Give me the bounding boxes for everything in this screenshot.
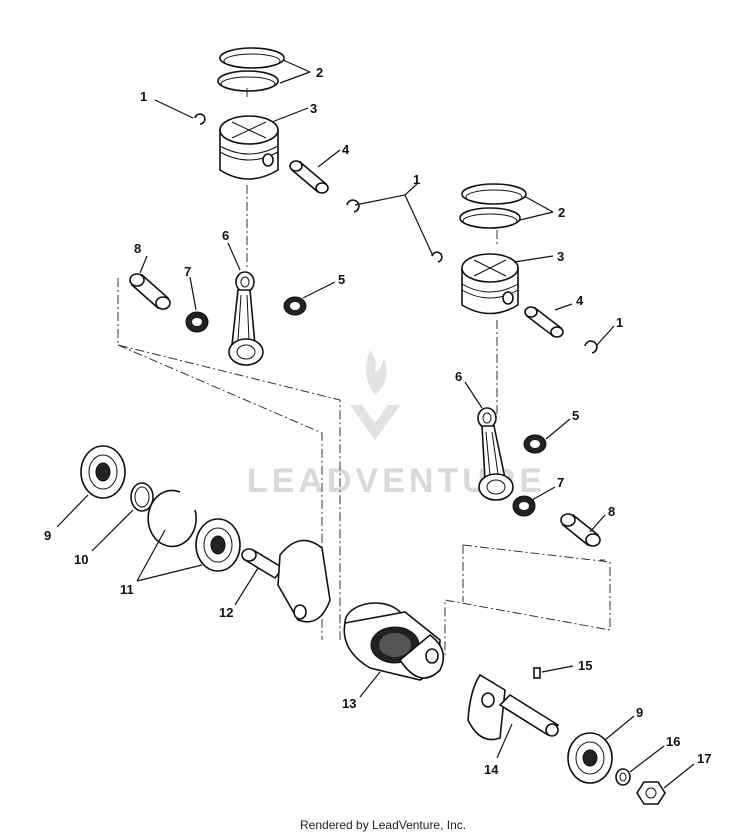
needle-bearing-right-lower xyxy=(512,495,536,517)
crank-pin-left xyxy=(129,273,171,310)
callout-1: 1 xyxy=(616,315,623,330)
connecting-rod-left xyxy=(228,271,264,366)
main-bearing-right xyxy=(567,732,613,784)
watermark-flame-icon xyxy=(366,350,387,395)
crank-center xyxy=(343,602,445,681)
callout-14: 14 xyxy=(484,762,499,777)
footer-credit: Rendered by LeadVenture, Inc. xyxy=(300,818,466,832)
callout-9: 9 xyxy=(44,528,51,543)
callout-3: 3 xyxy=(310,101,317,116)
circlip-left-b xyxy=(346,199,360,213)
callout-13: 13 xyxy=(342,696,356,711)
callout-10: 10 xyxy=(74,552,88,567)
wrist-pin-right xyxy=(524,306,564,338)
crank-half-left xyxy=(241,539,331,623)
crank-half-right xyxy=(467,673,560,741)
callout-3: 3 xyxy=(557,249,564,264)
callout-5: 5 xyxy=(338,272,345,287)
snap-ring-left xyxy=(147,489,197,548)
callout-1: 1 xyxy=(140,89,147,104)
leader-lines xyxy=(56,59,695,789)
callout-12: 12 xyxy=(219,605,233,620)
callout-8: 8 xyxy=(608,504,615,519)
bearing-center-left xyxy=(195,518,241,572)
callout-8: 8 xyxy=(134,241,141,256)
washer xyxy=(615,768,631,786)
piston-rings-right xyxy=(459,183,527,229)
callout-6: 6 xyxy=(222,228,229,243)
callout-9: 9 xyxy=(636,705,643,720)
piston-left xyxy=(219,115,279,180)
callout-1: 1 xyxy=(413,172,420,187)
nut xyxy=(636,781,666,805)
watermark-v-icon xyxy=(350,405,400,440)
needle-bearing-left-upper xyxy=(283,296,307,316)
callout-16: 16 xyxy=(666,734,680,749)
piston-right xyxy=(461,253,519,315)
callout-4: 4 xyxy=(342,142,350,157)
callout-7: 7 xyxy=(557,475,564,490)
connecting-rod-right xyxy=(477,407,514,501)
callout-17: 17 xyxy=(697,751,711,766)
circlip-left-a xyxy=(194,113,206,125)
wrist-pin-left xyxy=(289,160,329,194)
crank-pin-right xyxy=(560,513,601,547)
needle-bearing-left-lower xyxy=(185,311,209,333)
callout-labels: 1 2 3 4 1 2 3 4 1 5 6 7 8 6 5 7 8 9 10 1… xyxy=(44,65,711,777)
callout-7: 7 xyxy=(184,264,191,279)
circlip-right-b xyxy=(584,340,598,354)
callout-5: 5 xyxy=(572,408,579,423)
callout-2: 2 xyxy=(558,205,565,220)
needle-bearing-right-upper xyxy=(523,434,547,454)
main-bearing-left xyxy=(80,445,126,499)
alignment-lines xyxy=(117,88,611,655)
callout-2: 2 xyxy=(316,65,323,80)
circlip-right-a xyxy=(431,251,443,263)
callout-4: 4 xyxy=(576,293,584,308)
callout-11: 11 xyxy=(120,582,134,597)
callout-15: 15 xyxy=(578,658,592,673)
seal-ring-left xyxy=(130,482,154,512)
callout-6: 6 xyxy=(455,369,462,384)
woodruff-key xyxy=(533,667,541,679)
piston-rings-left xyxy=(217,47,285,92)
